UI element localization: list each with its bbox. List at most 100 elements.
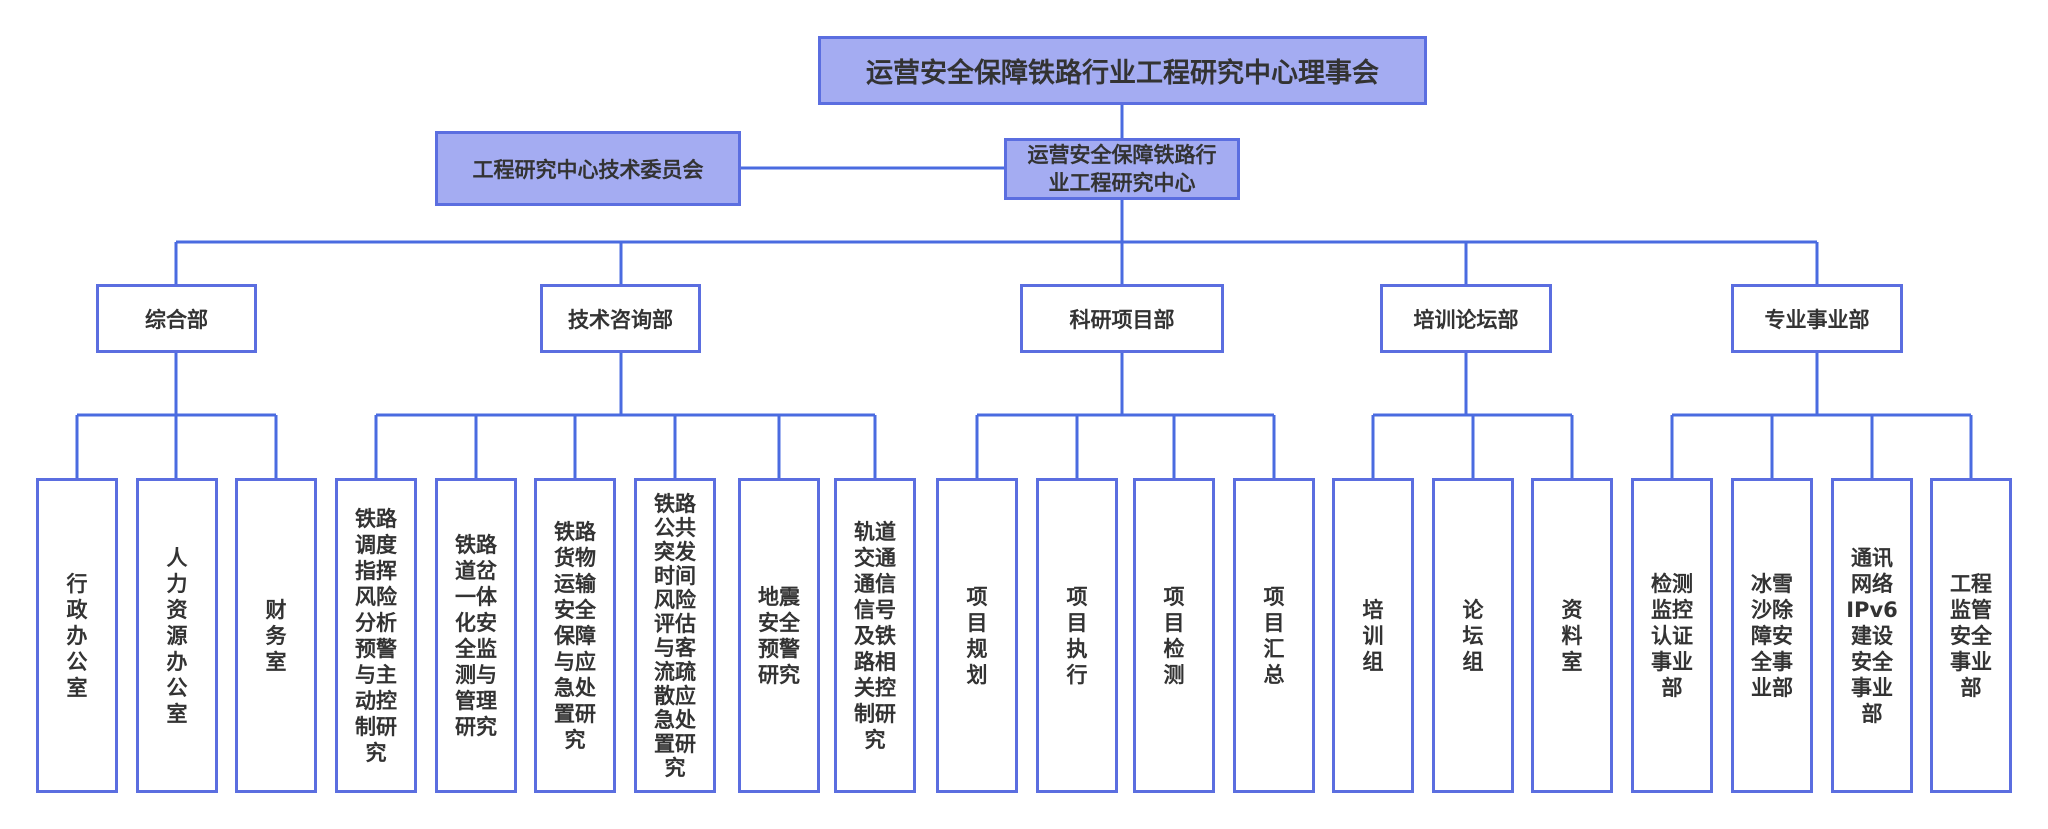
dept-general: 综合部 [96, 284, 257, 353]
unit-label-line: 组 [1462, 649, 1484, 674]
unit-label-line: 测 [1163, 662, 1185, 687]
unit-label-line: 目 [1163, 610, 1185, 635]
committee-box: 工程研究中心技术委员会 [435, 131, 741, 206]
unit-archives-room: 资料室 [1531, 478, 1613, 793]
unit-label-line: 安全 [758, 610, 800, 635]
unit-dispatch-risk-research: 铁路调度指挥风险分析预警与主动控制研究 [335, 478, 417, 793]
unit-label-line: 置研 [554, 701, 596, 726]
unit-label-line: 研究 [455, 714, 497, 739]
unit-label-line: 办 [166, 649, 188, 674]
unit-label-line: 预警 [758, 636, 800, 661]
unit-label-line: 及铁 [854, 623, 896, 648]
unit-label-line: 置研 [654, 731, 696, 756]
unit-label-line: 制研 [355, 714, 397, 739]
center-box: 运营安全保障铁路行 业工程研究中心 [1004, 138, 1240, 200]
unit-label-line: 化安 [455, 610, 497, 635]
unit-label-line: 行 [1066, 662, 1088, 687]
unit-label-line: 部 [1861, 701, 1883, 726]
unit-label-line: 源 [166, 623, 188, 648]
unit-label-line: 划 [966, 662, 988, 687]
unit-label-line: 急处 [654, 707, 696, 732]
unit-label-line: 究 [864, 727, 886, 752]
unit-label-line: 安全 [1850, 649, 1893, 674]
unit-label-line: 事业 [1651, 649, 1693, 674]
center-label-line-1: 运营安全保障铁路行 [1027, 143, 1217, 167]
unit-project-inspection: 项目检测 [1133, 478, 1215, 793]
unit-label-line: 培 [1362, 597, 1384, 622]
unit-label-line: 风险 [654, 587, 696, 612]
unit-label-line: 研究 [758, 662, 800, 687]
unit-label-line: 制研 [854, 701, 896, 726]
unit-finance-office: 财务室 [235, 478, 317, 793]
unit-label-line: 路相 [854, 649, 896, 674]
unit-label-line: 管理 [455, 688, 497, 713]
unit-label-line: 分析 [355, 610, 397, 635]
unit-label-line: 地震 [758, 584, 800, 609]
unit-engineering-supervision: 工程监管安全事业部 [1930, 478, 2012, 793]
unit-label-line: 时间 [654, 563, 696, 588]
unit-label-line: 保障 [554, 623, 596, 648]
dept-label: 科研项目部 [1069, 307, 1175, 332]
unit-freight-safety-research: 铁路货物运输安全保障与应急处置研究 [534, 478, 616, 793]
unit-label-line: 风险 [355, 584, 397, 609]
unit-public-emergency-research: 铁路公共突发时间风险评估与客流疏散应急处置研究 [634, 478, 716, 793]
unit-label-line: 监控 [1651, 597, 1693, 622]
unit-label-line: 急处 [554, 675, 596, 700]
unit-label-line: 部 [1661, 675, 1683, 700]
unit-label-line: 散应 [654, 683, 696, 708]
dept-label: 综合部 [145, 307, 208, 332]
unit-label-line: 沙除 [1751, 597, 1793, 622]
unit-label-line: 认证 [1651, 623, 1693, 648]
unit-label-line: 事业 [1850, 675, 1893, 700]
unit-label-line: 监管 [1950, 597, 1992, 622]
board-box: 运营安全保障铁路行业工程研究中心理事会 [818, 36, 1427, 105]
board-label: 运营安全保障铁路行业工程研究中心理事会 [866, 58, 1379, 89]
unit-label-line: 总 [1263, 662, 1285, 687]
dept-research-projects: 科研项目部 [1020, 284, 1224, 353]
unit-label-line: 规 [966, 636, 988, 661]
unit-turnout-monitoring-research: 铁路道岔一体化安全监测与管理研究 [435, 478, 517, 793]
dept-label: 技术咨询部 [568, 307, 673, 332]
unit-administration-office: 行政办公室 [36, 478, 118, 793]
unit-project-planning: 项目规划 [936, 478, 1018, 793]
center-label-line-2: 业工程研究中心 [1048, 171, 1196, 195]
unit-label-line: 坛 [1462, 623, 1484, 648]
unit-label-line: 检 [1163, 636, 1185, 661]
unit-label-line: 安全 [1950, 623, 1992, 648]
unit-project-execution: 项目执行 [1036, 478, 1118, 793]
unit-forum-group: 论坛组 [1432, 478, 1514, 793]
dept-professional-business: 专业事业部 [1731, 284, 1903, 353]
unit-label-line: 事业 [1950, 649, 1992, 674]
unit-label-line: 动控 [355, 688, 397, 713]
unit-label-line: 关控 [854, 675, 896, 700]
unit-label-line: 项 [1263, 584, 1285, 609]
unit-project-summary: 项目汇总 [1233, 478, 1315, 793]
unit-label-line: 公 [66, 649, 88, 674]
unit-label-line: 公 [166, 675, 188, 700]
unit-label-line: 人 [166, 545, 188, 570]
dept-label: 培训论坛部 [1413, 307, 1519, 332]
unit-label-line: 究 [664, 755, 686, 780]
unit-label-line: 指挥 [355, 558, 397, 583]
unit-label-line: 资 [166, 597, 188, 622]
unit-label-line: 项 [1163, 584, 1185, 609]
unit-label-line: 障安 [1751, 623, 1793, 648]
unit-label-line: 训 [1362, 623, 1384, 648]
unit-label-line: 预警 [355, 636, 397, 661]
unit-earthquake-warning-research: 地震安全预警研究 [738, 478, 820, 793]
unit-label-line: 流疏 [654, 659, 696, 684]
unit-label-line: 务 [265, 623, 287, 648]
unit-inspection-certification: 检测监控认证事业部 [1631, 478, 1713, 793]
unit-label-line: 财 [265, 597, 287, 622]
unit-label-line: 建设 [1850, 623, 1893, 648]
unit-label-line: 究 [365, 740, 387, 765]
dept-label: 专业事业部 [1764, 307, 1870, 332]
dept-tech-consulting: 技术咨询部 [540, 284, 701, 353]
unit-label-line: 轨道 [854, 519, 896, 544]
unit-label-line: 执 [1066, 636, 1088, 661]
unit-label-line: 突发 [654, 539, 696, 564]
unit-label-line: 冰雪 [1751, 571, 1793, 596]
unit-training-group: 培训组 [1332, 478, 1414, 793]
